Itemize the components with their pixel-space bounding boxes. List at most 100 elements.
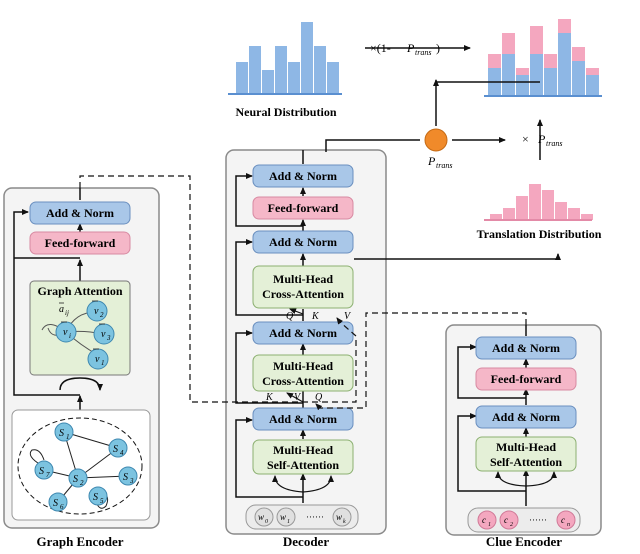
graph-node-s2: S 2 [68,468,88,488]
svg-text:2: 2 [100,311,104,319]
svg-text:Q: Q [286,311,294,322]
graph-node-s4: S 4 [108,438,128,458]
clue-add-norm-2-label: Add & Norm [492,410,560,424]
decoder-title: Decoder [283,534,329,549]
svg-text:S: S [39,466,44,477]
decoder-self-attention [252,439,354,475]
svg-text:c: c [504,515,508,525]
graph-encoder-title: Graph Encoder [36,534,123,549]
attn-weight-label: a ij [59,302,69,317]
final-distribution [484,19,602,97]
final-bar [530,26,543,54]
final-bar [488,54,501,68]
clue-input-c1: c 1 [477,510,497,530]
neural-bar [327,62,339,94]
p-trans-gate [424,128,448,152]
attn-node-vi: v i [55,321,77,343]
svg-text:v: v [94,306,99,317]
svg-text:×(1-: ×(1- [370,41,391,55]
svg-text:K: K [311,311,320,322]
decoder-input-wk: w k [332,507,352,527]
decoder-input-ellipsis: ······ [306,512,324,522]
graph-input-box [11,409,151,521]
decoder-add-norm-3-label: Add & Norm [269,326,337,340]
qkv-top: Q K V [286,311,352,322]
final-bar [586,68,599,75]
decoder-cross-attention-2 [252,354,354,392]
translation-bar [516,196,528,220]
svg-text:ij: ij [65,309,69,317]
svg-text:4: 4 [120,449,124,457]
graph-node-s1: S 1 [54,422,74,442]
svg-text:1: 1 [101,359,105,367]
svg-text:S: S [113,444,118,455]
neural-distribution-label: Neural Distribution [235,105,336,119]
svg-text:2: 2 [80,479,84,487]
clue-feed-forward [475,367,577,391]
svg-text:S: S [93,492,98,503]
svg-text:P: P [537,132,546,146]
svg-text:5: 5 [100,497,104,505]
svg-text:n: n [567,522,570,528]
neural-bars [236,22,339,94]
svg-text:w: w [280,512,286,522]
svg-text:6: 6 [60,503,64,511]
attn-node-v1: v 1 [87,348,109,370]
clue-add-norm-top [475,336,577,360]
qkv-bottom: K V Q [265,392,323,403]
clue-add-norm-top-label: Add & Norm [492,341,560,355]
svg-text:V: V [294,392,302,403]
decoder-add-norm-top [252,164,354,188]
times-p-trans-label: × P trans [522,132,562,148]
final-bar [502,33,515,54]
graph-node-s6: S 6 [48,492,68,512]
decoder-add-norm-2-label: Add & Norm [269,235,337,249]
svg-text:k: k [343,519,346,525]
svg-text:v: v [101,329,106,340]
final-bars [488,19,599,96]
final-bar [558,33,571,96]
decoder-panel: Add & Norm Feed-forward Add & Norm Multi… [225,149,387,549]
svg-text:trans: trans [436,161,452,170]
self-attention-line1: Multi-Head [273,443,333,457]
svg-text:trans: trans [546,139,562,148]
svg-text:P: P [427,154,436,168]
decoder-cross-attention-1 [252,265,354,309]
final-bar [502,54,515,96]
decoder-add-norm-4 [252,407,354,431]
svg-text:3: 3 [106,334,111,342]
clue-input-cn: c n [556,510,576,530]
neural-bar [301,22,313,94]
graph-attention-label: Graph Attention [37,284,122,298]
svg-text:2: 2 [510,522,513,528]
clue-self-attention-line2: Self-Attention [490,455,562,469]
graph-encoder-feed-forward [29,231,131,255]
final-bar [558,19,571,33]
translation-bar [490,214,502,220]
translation-distribution: Translation Distribution [477,184,602,241]
cross-attention-1-line2: Cross-Attention [262,287,344,301]
svg-text:S: S [59,428,64,439]
decoder-input-box [245,504,359,530]
svg-text:i: i [69,332,71,340]
svg-text:S: S [73,474,78,485]
translation-bar [581,214,593,220]
translation-bars [490,184,593,220]
final-bar [544,68,557,96]
graph-node-s7: S 7 [34,460,54,480]
decoder-add-norm-top-label: Add & Norm [269,169,337,183]
svg-text:w: w [258,512,264,522]
svg-text:0: 0 [265,519,268,525]
decoder-feed-forward [252,196,354,220]
svg-text:Q: Q [315,392,323,403]
cross-attention-2-line1: Multi-Head [273,359,333,373]
decoder-feed-forward-label: Feed-forward [268,201,339,215]
neural-distribution: Neural Distribution [228,22,342,119]
final-bar [586,75,599,96]
svg-text:c: c [561,515,565,525]
translation-bar [542,190,554,220]
svg-text:trans: trans [415,48,431,57]
decoder-add-norm-4-label: Add & Norm [269,412,337,426]
svg-text:7: 7 [46,471,50,479]
svg-text:K: K [265,392,274,403]
